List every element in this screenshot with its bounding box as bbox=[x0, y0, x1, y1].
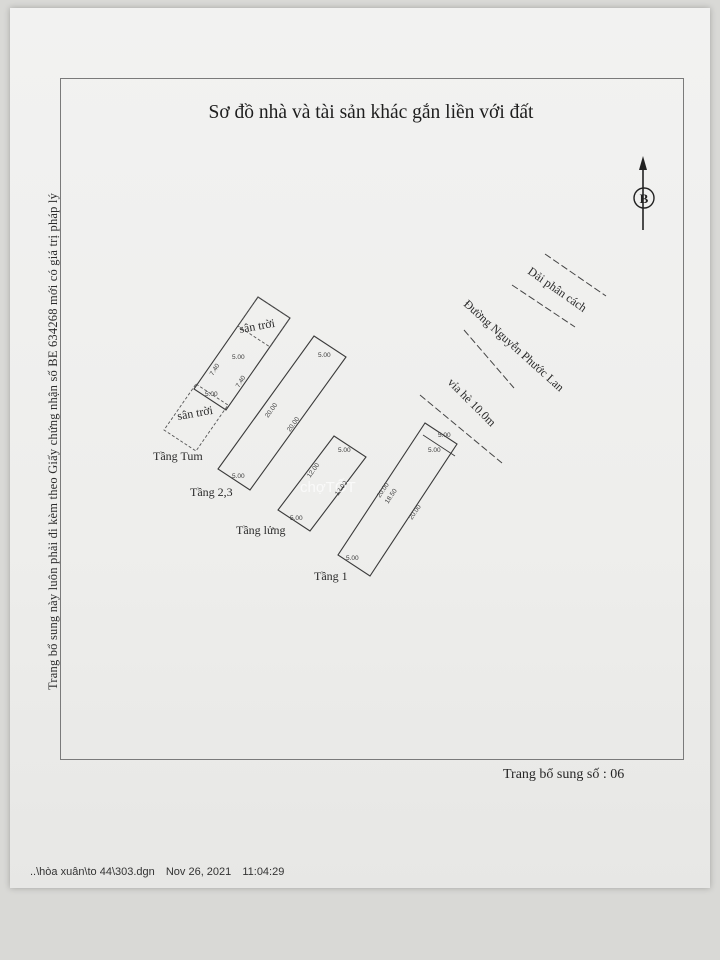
floor-tum-outline bbox=[163, 296, 291, 452]
footer-time: 11:04:29 bbox=[242, 866, 285, 878]
compass-label: B bbox=[640, 191, 649, 206]
floor-2-3-dim-right: 20.00 bbox=[286, 416, 301, 434]
floor-1-dim-bottom: 5.00 bbox=[346, 555, 359, 562]
divider-label: Dải phân cách bbox=[525, 264, 589, 315]
floor-2-3-label: Tầng 2,3 bbox=[190, 485, 233, 499]
page-title: Sơ đồ nhà và tài sản khác gắn liền với đ… bbox=[208, 102, 534, 123]
floor-1-dim-top-inner: 5.00 bbox=[428, 447, 441, 454]
floor-1-setback-line bbox=[422, 434, 456, 457]
footer-file-info: ..\hòa xuân\to 44\303.dgn Nov 26, 2021 1… bbox=[30, 866, 292, 878]
sidewalk-label: vỉa hè 10.0m bbox=[445, 375, 499, 429]
floor-2-3-dim-top: 5.00 bbox=[318, 352, 331, 359]
floor-1-label: Tầng 1 bbox=[314, 569, 348, 583]
north-compass-icon: B bbox=[633, 156, 655, 230]
page-number-label: Trang bổ sung số : 06 bbox=[503, 767, 625, 782]
footer-date: Nov 26, 2021 bbox=[165, 866, 232, 878]
mezzanine-dim-bottom: 5.00 bbox=[290, 515, 303, 522]
floor-2-3-dim-left: 20.00 bbox=[264, 402, 279, 420]
mezzanine-dim-left: 12.00 bbox=[306, 462, 321, 480]
footer-file-path: ..\hòa xuân\to 44\303.dgn bbox=[30, 866, 155, 878]
watermark-logo: chợTỐT bbox=[300, 478, 356, 496]
floor-1-outline bbox=[337, 422, 458, 577]
document-page bbox=[10, 8, 710, 888]
floor-mezzanine-outline bbox=[277, 435, 367, 532]
tum-dim-top: 5.00 bbox=[232, 354, 245, 361]
floor-1-dim-right: 20.00 bbox=[408, 503, 423, 521]
road-lines bbox=[419, 253, 607, 464]
floor-2-3-outline bbox=[217, 335, 347, 491]
tum-terrace-bottom-label: sân trời bbox=[176, 403, 215, 423]
floor-mezzanine-label: Tầng lửng bbox=[236, 523, 286, 537]
mezzanine-dim-top: 5.00 bbox=[338, 447, 351, 454]
floor-tum-label: Tầng Tum bbox=[153, 449, 203, 463]
floor-2-3-dim-bottom: 5.00 bbox=[232, 473, 245, 480]
floor-1-dim-top: 5.00 bbox=[438, 432, 451, 439]
tum-dim-bottom: 5.00 bbox=[205, 391, 218, 398]
tum-terrace-top-label: sân trời bbox=[238, 316, 277, 336]
drawing-frame bbox=[60, 78, 684, 760]
